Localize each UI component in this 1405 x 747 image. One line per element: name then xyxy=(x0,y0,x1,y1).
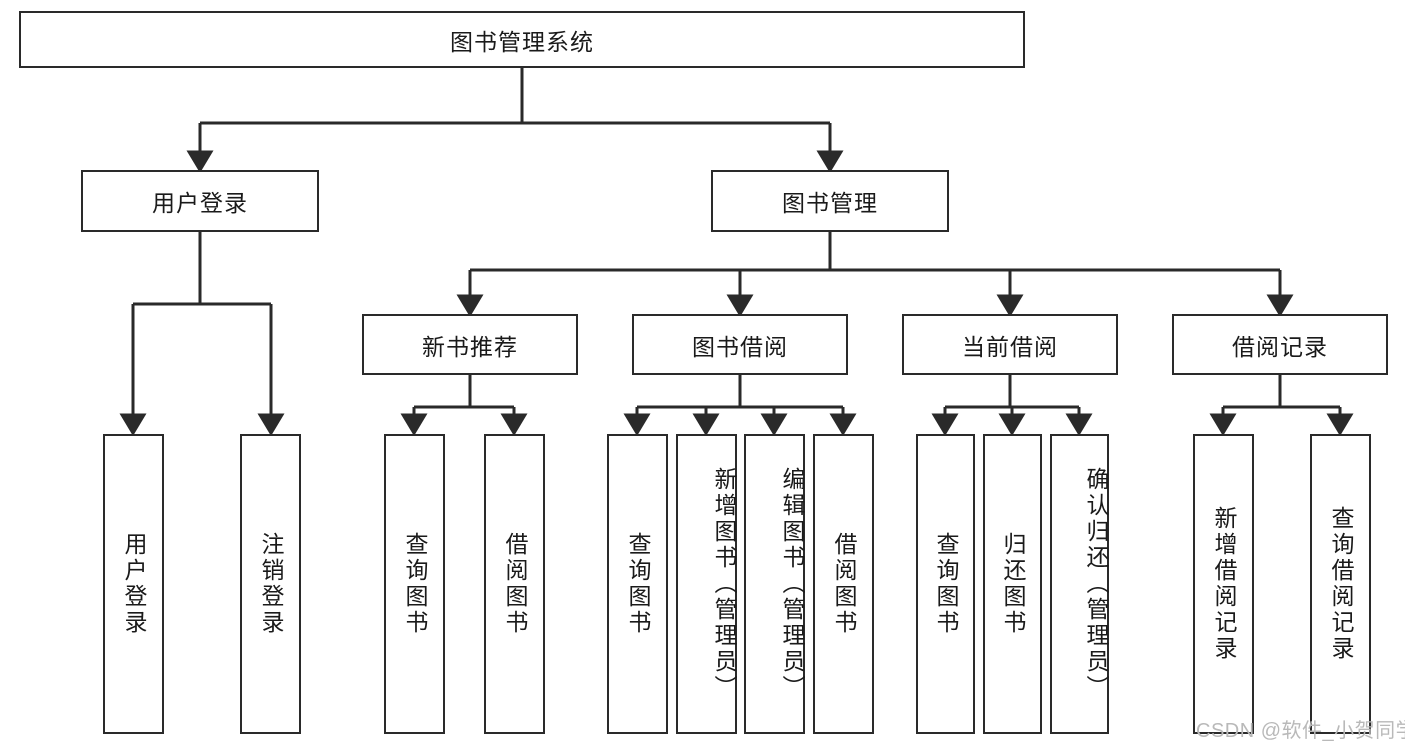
node-book-management-label: 图书管理 xyxy=(782,190,878,216)
node-book-management[interactable]: 图书管理 xyxy=(711,170,949,232)
leaf-add-borrow-record-label: 新增借阅记录 xyxy=(1211,506,1237,662)
leaf-user-login-label: 用户登录 xyxy=(121,532,147,636)
leaf-borrow-book-recommend-label: 借阅图书 xyxy=(502,532,528,636)
leaf-add-book-admin-label: 新增图书（管理员） xyxy=(711,467,737,701)
csdn-watermark: CSDN @软件_小贺同学 xyxy=(1196,720,1405,742)
leaf-query-book-recommend[interactable]: 查询图书 xyxy=(384,434,445,734)
node-new-book-recommend[interactable]: 新书推荐 xyxy=(362,314,578,375)
leaf-query-book-borrow[interactable]: 查询图书 xyxy=(607,434,668,734)
leaf-edit-book-admin-label: 编辑图书（管理员） xyxy=(779,467,805,701)
node-user-login-label: 用户登录 xyxy=(152,190,248,216)
leaf-add-borrow-record[interactable]: 新增借阅记录 xyxy=(1193,434,1254,734)
leaf-query-borrow-record-label: 查询借阅记录 xyxy=(1328,506,1354,662)
node-new-book-recommend-label: 新书推荐 xyxy=(422,333,518,360)
leaf-query-book-current-label: 查询图书 xyxy=(933,532,959,636)
node-root-label: 图书管理系统 xyxy=(450,28,594,55)
leaf-logout-label: 注销登录 xyxy=(258,532,284,636)
leaf-query-borrow-record[interactable]: 查询借阅记录 xyxy=(1310,434,1371,734)
leaf-query-book-borrow-label: 查询图书 xyxy=(625,532,651,636)
leaf-user-login[interactable]: 用户登录 xyxy=(103,434,164,734)
leaf-confirm-return-admin-label: 确认归还（管理员） xyxy=(1083,467,1109,701)
leaf-borrow-book-recommend[interactable]: 借阅图书 xyxy=(484,434,545,734)
node-borrow-record-label: 借阅记录 xyxy=(1232,333,1328,360)
node-book-borrow-label: 图书借阅 xyxy=(692,333,788,360)
node-root[interactable]: 图书管理系统 xyxy=(19,11,1025,68)
leaf-return-book-label: 归还图书 xyxy=(1000,532,1026,636)
leaf-borrow-book[interactable]: 借阅图书 xyxy=(813,434,874,734)
node-borrow-record[interactable]: 借阅记录 xyxy=(1172,314,1388,375)
leaf-logout[interactable]: 注销登录 xyxy=(240,434,301,734)
leaf-edit-book-admin[interactable]: 编辑图书（管理员） xyxy=(744,434,805,734)
node-book-borrow[interactable]: 图书借阅 xyxy=(632,314,848,375)
leaf-borrow-book-label: 借阅图书 xyxy=(831,532,857,636)
leaf-query-book-current[interactable]: 查询图书 xyxy=(916,434,975,734)
leaf-query-book-recommend-label: 查询图书 xyxy=(402,532,428,636)
leaf-confirm-return-admin[interactable]: 确认归还（管理员） xyxy=(1050,434,1109,734)
node-user-login[interactable]: 用户登录 xyxy=(81,170,319,232)
node-current-borrow[interactable]: 当前借阅 xyxy=(902,314,1118,375)
leaf-add-book-admin[interactable]: 新增图书（管理员） xyxy=(676,434,737,734)
leaf-return-book[interactable]: 归还图书 xyxy=(983,434,1042,734)
node-current-borrow-label: 当前借阅 xyxy=(962,333,1058,360)
